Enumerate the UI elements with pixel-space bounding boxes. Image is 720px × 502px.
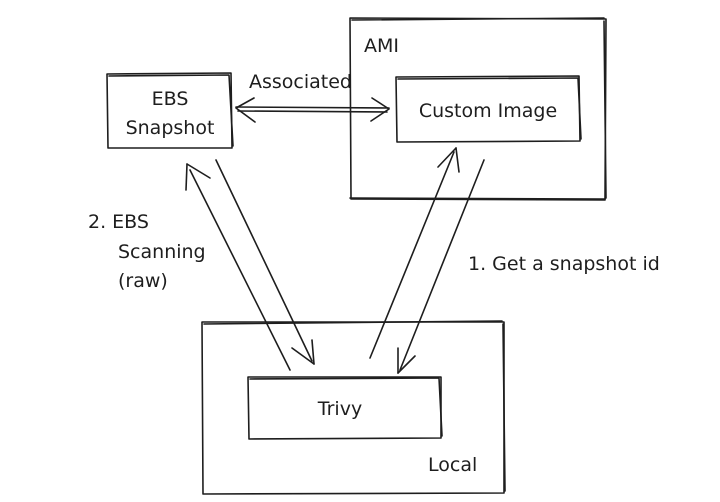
trivy-node: Trivy — [247, 376, 443, 440]
ebs-snapshot-label-line2: Snapshot — [126, 117, 215, 139]
local-label: Local — [428, 454, 477, 476]
ebs-scanning-label-line1: 2. EBS — [88, 211, 149, 233]
ebs-scanning-arrow: 2. EBS Scanning (raw) — [88, 159, 315, 371]
trivy-label: Trivy — [317, 398, 362, 420]
custom-image-label: Custom Image — [419, 100, 557, 122]
ami-label: AMI — [364, 35, 399, 57]
ebs-scanning-label-line2: Scanning — [118, 241, 206, 263]
associated-label: Associated — [249, 71, 352, 93]
ebs-snapshot-node: EBS Snapshot — [106, 72, 234, 149]
local-container: Local — [201, 320, 506, 495]
custom-image-node: Custom Image — [395, 75, 582, 143]
get-snapshot-label: 1. Get a snapshot id — [468, 253, 660, 275]
ebs-snapshot-label-line1: EBS — [152, 88, 189, 110]
associated-arrow: Associated — [235, 71, 390, 123]
ami-container: AMI — [349, 17, 607, 201]
ebs-scanning-label-line3: (raw) — [118, 270, 168, 292]
get-snapshot-arrow: 1. Get a snapshot id — [369, 147, 660, 374]
